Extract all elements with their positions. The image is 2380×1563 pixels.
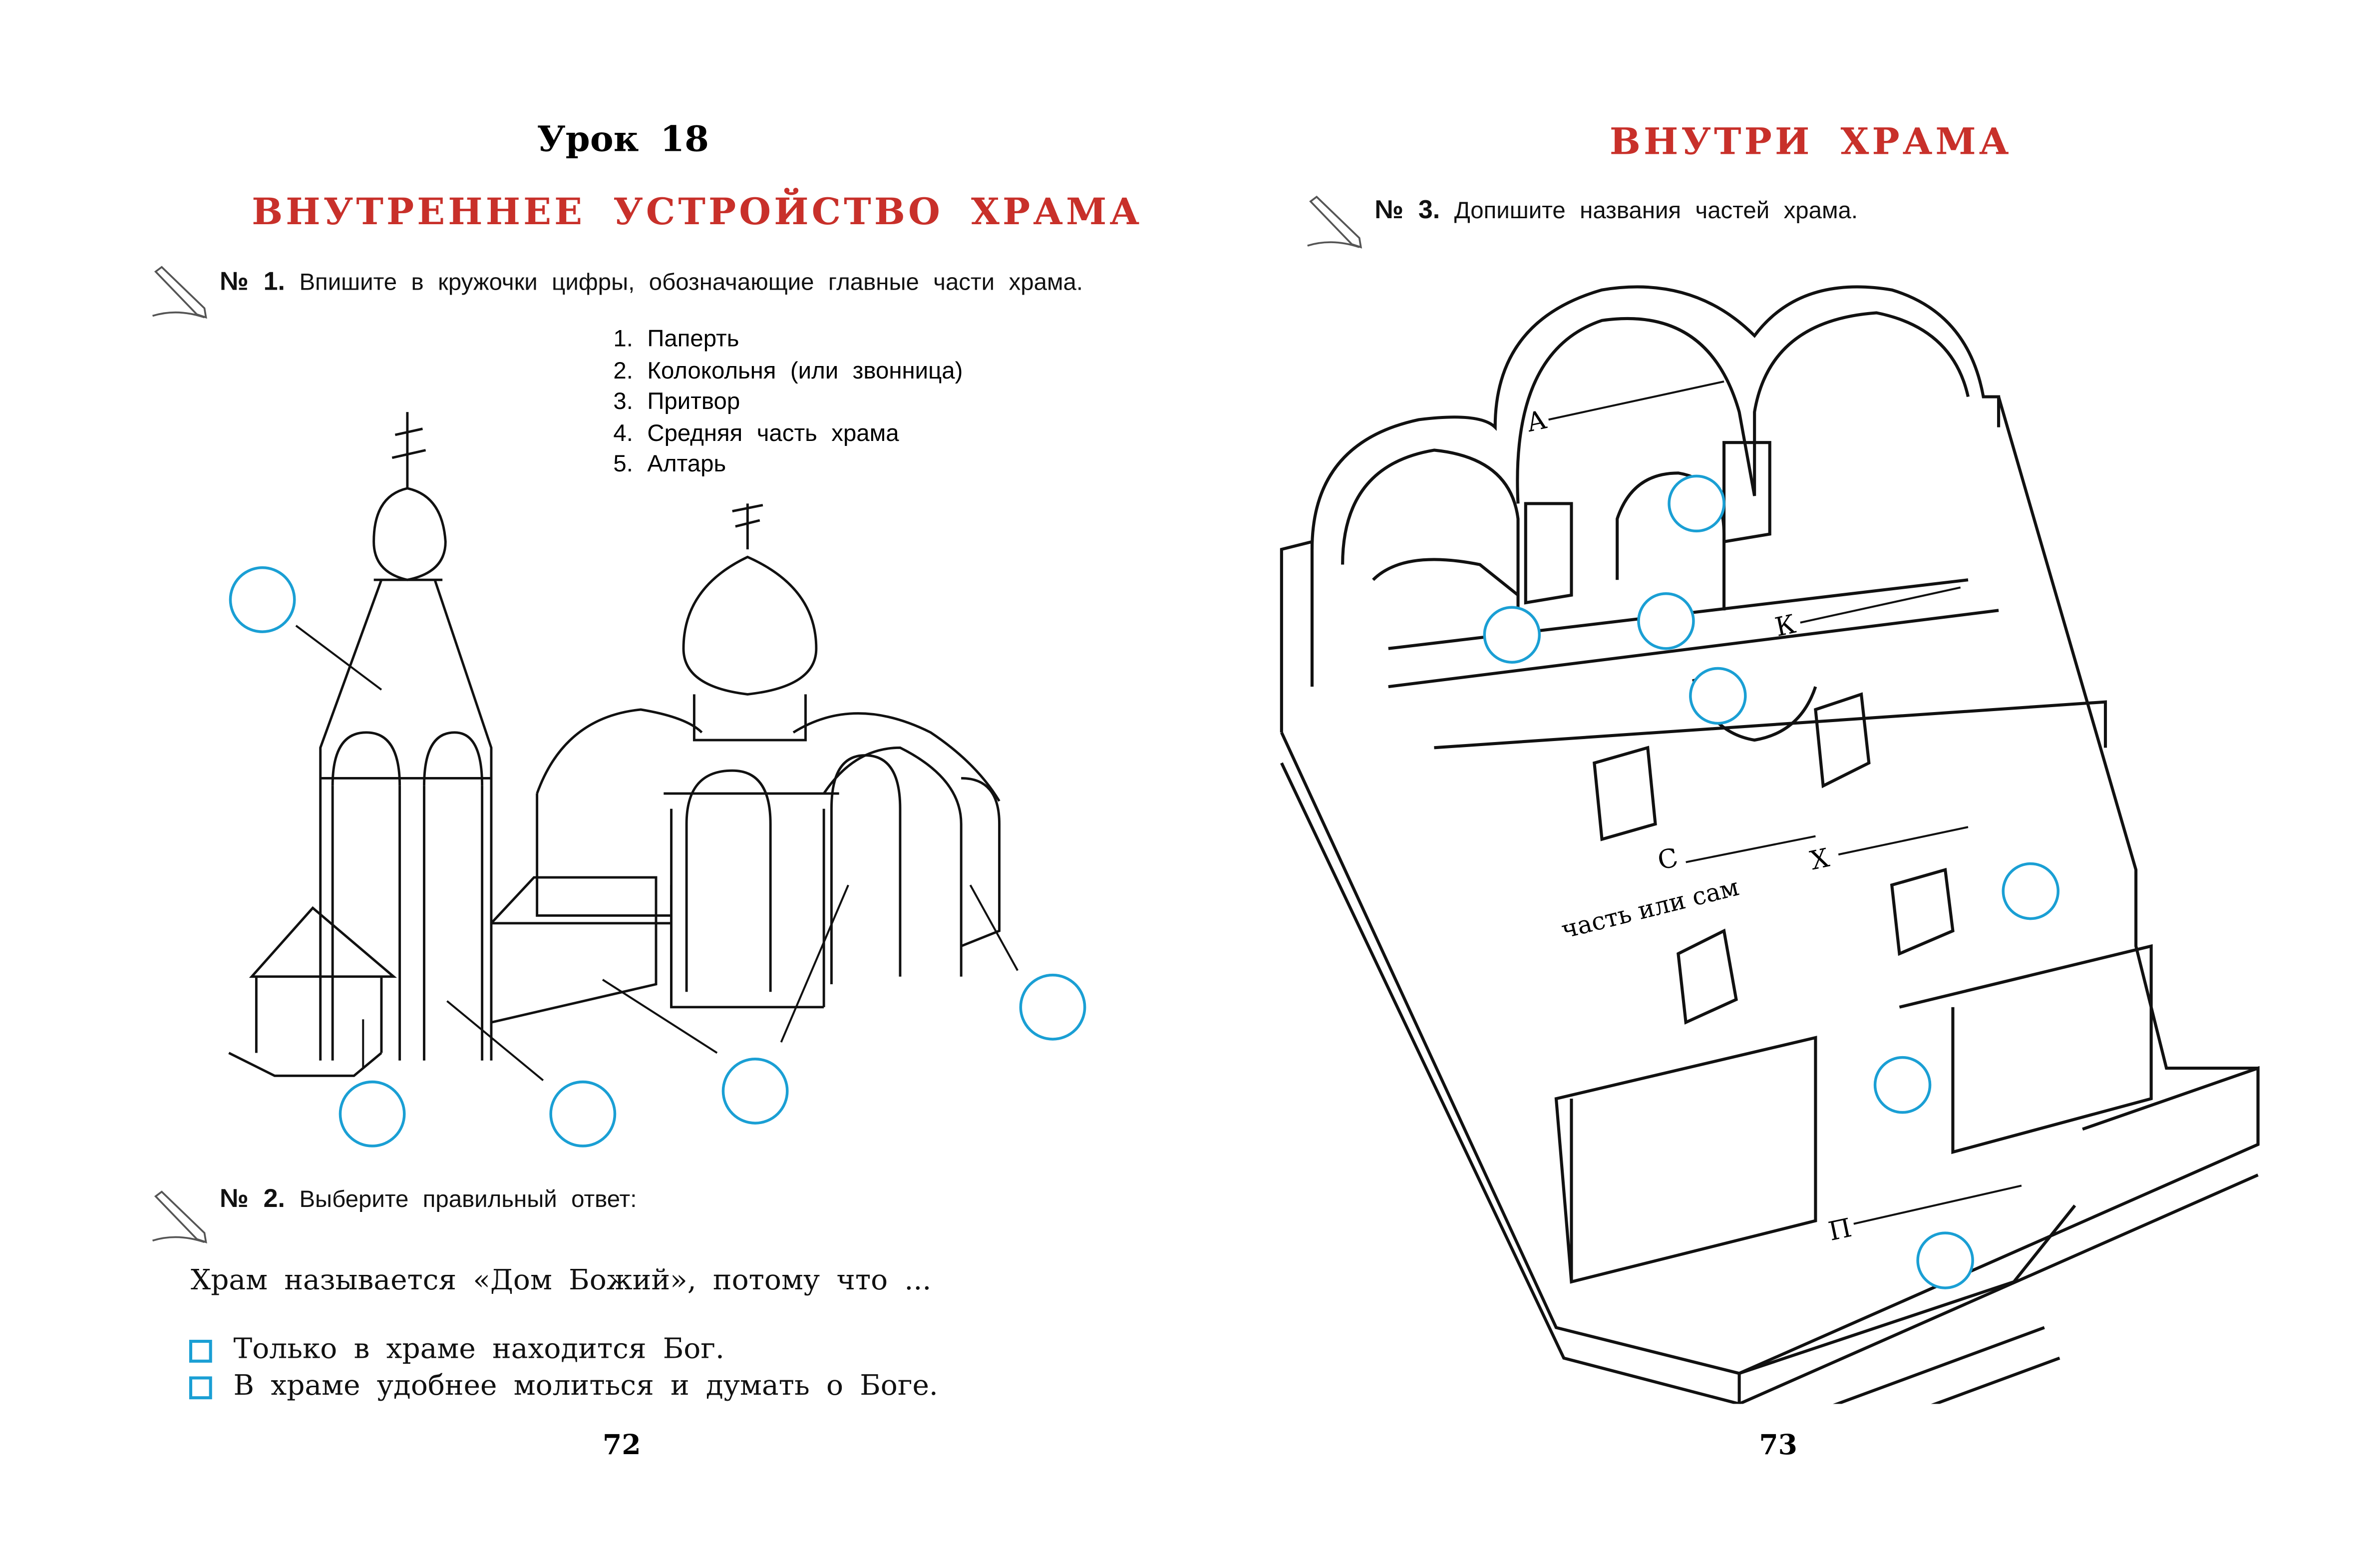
parts-list-item: 1. Паперть — [613, 326, 739, 353]
task2-instruction: № 2. Выберите правильный ответ: — [220, 1184, 637, 1213]
answer-circle — [1668, 474, 1725, 533]
answer-circle — [1916, 1231, 1974, 1289]
task2-question: Храм называется «Дом Божий», потому что … — [190, 1265, 932, 1297]
parts-list-item: 2. Колокольня (или звонница) — [613, 358, 963, 384]
pencil-icon — [1307, 195, 1362, 249]
answer-circle — [2002, 862, 2060, 920]
answer-circle — [1689, 667, 1747, 725]
parts-list: 1. Паперть 2. Колокольня (или звонница) … — [613, 325, 963, 482]
task1-instruction: № 1. Впишите в кружочки цифры, обозначаю… — [220, 267, 1083, 296]
answer-circle — [1019, 973, 1086, 1041]
label-s: С — [1655, 843, 1681, 876]
label-a: А — [1524, 405, 1549, 438]
pencil-icon — [152, 1190, 207, 1244]
parts-list-item: 3. Притвор — [613, 389, 740, 415]
task3-instruction: № 3. Допишите названия частей храма. — [1374, 195, 1858, 225]
answer-option-2[interactable]: В храме удобнее молиться и думать о Боге… — [189, 1370, 938, 1402]
label-p: П — [1826, 1213, 1854, 1247]
answer-circle — [721, 1057, 789, 1125]
answer-circle — [1873, 1056, 1932, 1114]
answer-checkbox[interactable] — [189, 1375, 212, 1399]
parts-list-item: 4. Средняя часть храма — [613, 420, 899, 447]
answer-circle — [1637, 592, 1695, 650]
page-number-left: 72 — [603, 1430, 641, 1462]
page-title-right: ВНУТРИ ХРАМА — [1609, 119, 2012, 163]
church-floorplan-illustration: А К С часть или сам Х П — [1280, 285, 2260, 1404]
answer-circle — [1483, 606, 1541, 664]
answer-circle — [549, 1080, 617, 1148]
pencil-icon — [152, 266, 207, 319]
church-exterior-illustration — [228, 412, 1086, 1148]
parts-list-item: 5. Алтарь — [613, 452, 726, 478]
page-number-right: 73 — [1759, 1430, 1797, 1462]
lesson-heading: Урок 18 — [537, 119, 709, 160]
option-label: В храме удобнее молиться и думать о Боге… — [233, 1370, 938, 1403]
page-title-left: ВНУТРЕННЕЕ УСТРОЙСТВО ХРАМА — [252, 189, 1143, 234]
answer-circle — [229, 566, 296, 633]
label-middle: часть или сам — [1558, 873, 1741, 944]
answer-checkbox[interactable] — [189, 1339, 212, 1362]
option-label: Только в храме находится Бог. — [233, 1333, 724, 1366]
answer-circle — [339, 1080, 406, 1148]
answer-option-1[interactable]: Только в храме находится Бог. — [189, 1334, 724, 1366]
label-h: Х — [1808, 843, 1832, 876]
